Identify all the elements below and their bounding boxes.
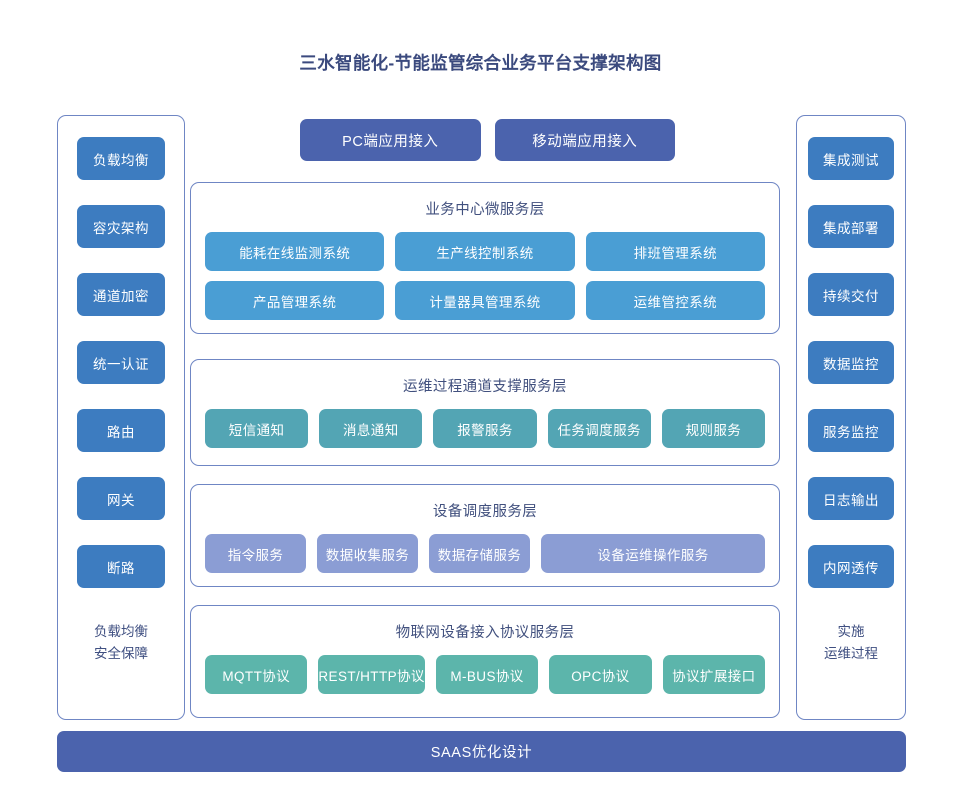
- page-title: 三水智能化-节能监管综合业务平台支撑架构图: [299, 53, 662, 73]
- service-product-management[interactable]: 产品管理系统: [205, 281, 385, 320]
- right-column-caption-line2: 运维过程: [824, 646, 878, 662]
- sidebar-item-continuous-delivery[interactable]: 持续交付: [808, 273, 894, 316]
- layer-business-center-microservices: 业务中心微服务层 能耗在线监测系统 生产线控制系统 排班管理系统 产品管理系统 …: [190, 182, 780, 334]
- service-data-storage[interactable]: 数据存储服务: [429, 534, 530, 573]
- layer-title-device: 设备调度服务层: [432, 504, 538, 520]
- left-column-caption: 负载均衡 安全保障: [94, 621, 148, 666]
- service-data-collection[interactable]: 数据收集服务: [317, 534, 418, 573]
- service-rule-engine[interactable]: 规则服务: [661, 409, 766, 448]
- saas-optimization-bar[interactable]: SAAS优化设计: [57, 731, 906, 772]
- sidebar-item-circuit-breaker[interactable]: 断路: [77, 545, 165, 588]
- sidebar-item-gateway[interactable]: 网关: [77, 477, 165, 520]
- protocol-extension-interface[interactable]: 协议扩展接口: [662, 655, 766, 694]
- chip-row: 能耗在线监测系统 生产线控制系统 排班管理系统: [205, 232, 765, 271]
- pc-application-access-button[interactable]: PC端应用接入: [300, 119, 481, 161]
- protocol-opc[interactable]: OPC协议: [549, 655, 652, 694]
- right-column-caption-line1: 实施: [837, 624, 865, 639]
- service-task-scheduling[interactable]: 任务调度服务: [547, 409, 651, 448]
- service-ops-control[interactable]: 运维管控系统: [585, 281, 765, 320]
- service-shift-management[interactable]: 排班管理系统: [585, 232, 765, 271]
- sidebar-item-load-balance[interactable]: 负载均衡: [77, 137, 165, 180]
- layer-device-scheduling: 设备调度服务层 指令服务 数据收集服务 数据存储服务 设备运维操作服务: [190, 484, 780, 587]
- chip-row: 产品管理系统 计量器具管理系统 运维管控系统: [205, 281, 765, 320]
- layer-title-ops: 运维过程通道支撑服务层: [403, 379, 567, 395]
- layer-ops-channel-support: 运维过程通道支撑服务层 短信通知 消息通知 报警服务 任务调度服务 规则服务: [190, 359, 780, 466]
- chip-row: MQTT协议 REST/HTTP协议 M-BUS协议 OPC协议 协议扩展接口: [205, 655, 766, 694]
- service-message-notification[interactable]: 消息通知: [319, 409, 423, 448]
- chip-row: 短信通知 消息通知 报警服务 任务调度服务 规则服务: [205, 409, 766, 448]
- sidebar-item-unified-auth[interactable]: 统一认证: [77, 341, 165, 384]
- layer-iot-protocol-access: 物联网设备接入协议服务层 MQTT协议 REST/HTTP协议 M-BUS协议 …: [190, 605, 780, 718]
- sidebar-item-data-monitoring[interactable]: 数据监控: [808, 341, 894, 384]
- service-production-line-control[interactable]: 生产线控制系统: [395, 232, 575, 271]
- left-support-column: 负载均衡 容灾架构 通道加密 统一认证 路由 网关 断路 负载均衡 安全保障: [57, 115, 185, 720]
- sidebar-item-integration-deploy[interactable]: 集成部署: [808, 205, 894, 248]
- protocol-mbus[interactable]: M-BUS协议: [435, 655, 539, 694]
- sidebar-item-integration-test[interactable]: 集成测试: [808, 137, 894, 180]
- sidebar-item-routing[interactable]: 路由: [77, 409, 165, 452]
- right-support-column: 集成测试 集成部署 持续交付 数据监控 服务监控 日志输出 内网透传 实施 运维…: [796, 115, 906, 720]
- sidebar-item-service-monitoring[interactable]: 服务监控: [808, 409, 894, 452]
- protocol-mqtt[interactable]: MQTT协议: [205, 655, 308, 694]
- right-column-caption: 实施 运维过程: [824, 621, 878, 666]
- service-sms-notification[interactable]: 短信通知: [205, 409, 309, 448]
- service-device-ops-operation[interactable]: 设备运维操作服务: [541, 534, 765, 573]
- service-alarm[interactable]: 报警服务: [433, 409, 537, 448]
- sidebar-item-channel-encryption[interactable]: 通道加密: [77, 273, 165, 316]
- layer-title-iot: 物联网设备接入协议服务层: [395, 625, 575, 641]
- service-command[interactable]: 指令服务: [205, 534, 306, 573]
- mobile-application-access-button[interactable]: 移动端应用接入: [494, 119, 675, 161]
- sidebar-item-log-output[interactable]: 日志输出: [808, 477, 894, 520]
- layer-title-business: 业务中心微服务层: [425, 202, 545, 218]
- application-access-row: PC端应用接入 移动端应用接入: [300, 119, 675, 161]
- chip-row: 指令服务 数据收集服务 数据存储服务 设备运维操作服务: [205, 534, 765, 573]
- sidebar-item-disaster-recovery[interactable]: 容灾架构: [77, 205, 165, 248]
- protocol-rest-http[interactable]: REST/HTTP协议: [318, 655, 425, 694]
- left-column-caption-line2: 安全保障: [94, 646, 148, 662]
- sidebar-item-intranet-tunnel[interactable]: 内网透传: [808, 545, 894, 588]
- service-metering-instrument-management[interactable]: 计量器具管理系统: [395, 281, 575, 320]
- left-column-caption-line1: 负载均衡: [94, 624, 148, 639]
- service-energy-monitoring[interactable]: 能耗在线监测系统: [205, 232, 385, 271]
